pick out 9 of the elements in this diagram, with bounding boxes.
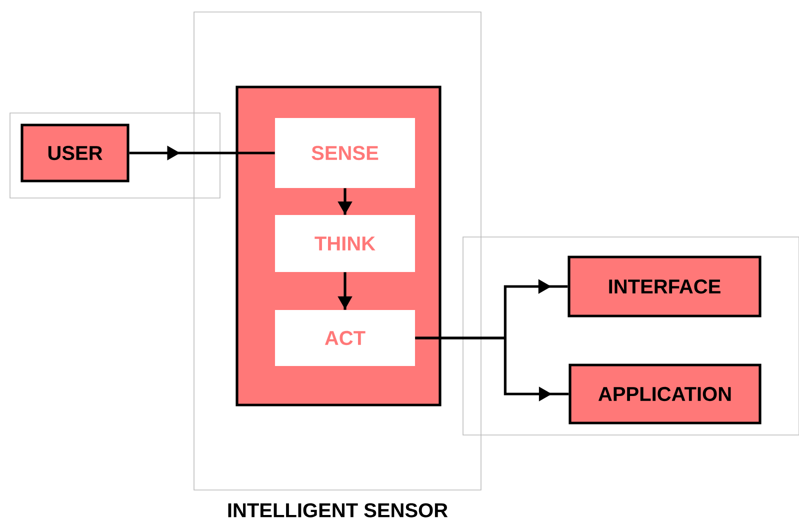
step-box: THINK (275, 215, 415, 272)
group-frame (10, 112, 220, 198)
group-frame (462, 236, 799, 436)
process-box: USER (20, 124, 130, 182)
node-label: INTELLIGENT SENSOR (228, 503, 448, 518)
step-box: SENSE (275, 118, 415, 188)
output-box: APPLICATION (568, 364, 762, 424)
output-box: INTERFACE (568, 256, 762, 318)
step-box: ACT (275, 310, 415, 366)
